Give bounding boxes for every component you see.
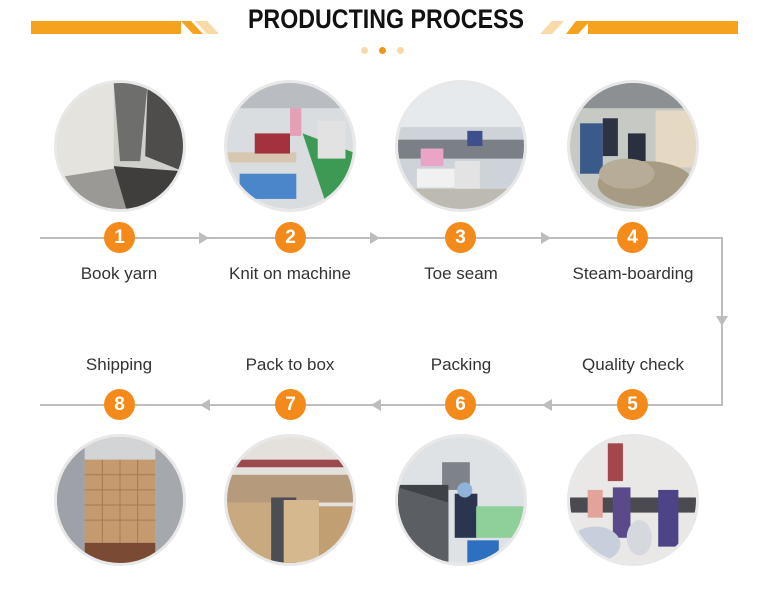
arrow-right-icon <box>541 232 551 244</box>
photo-steam-boarding <box>567 80 699 212</box>
photo-pack-to-box <box>224 434 356 566</box>
header-stripe-right <box>540 21 590 34</box>
arrow-down-icon <box>716 316 728 326</box>
header-stripe-left <box>181 21 231 34</box>
photo-packing <box>395 434 527 566</box>
connector-line-top <box>40 237 722 239</box>
pager-dot-2 <box>379 47 386 54</box>
step-label-5: Quality check <box>581 355 685 374</box>
step-badge-5: 5 <box>617 389 648 420</box>
sewing-workshop-photo-icon <box>398 83 524 209</box>
pager-dot-1 <box>361 47 368 54</box>
yarn-cones-photo-icon <box>57 83 183 209</box>
arrow-left-icon <box>200 399 210 411</box>
arrow-right-icon <box>199 232 209 244</box>
step-badge-2: 2 <box>275 222 306 253</box>
pager-dot-3 <box>397 47 404 54</box>
container-loading-photo-icon <box>57 437 183 563</box>
arrow-left-icon <box>371 399 381 411</box>
connector-line-bottom <box>40 404 723 406</box>
step-badge-6: 6 <box>445 389 476 420</box>
photo-book-yarn <box>54 80 186 212</box>
cartons-warehouse-photo-icon <box>227 437 353 563</box>
photo-quality-check <box>567 434 699 566</box>
page-title: PRODUCTING PROCESS <box>247 4 525 34</box>
arrow-left-icon <box>542 399 552 411</box>
arrow-right-icon <box>370 232 380 244</box>
step-label-8: Shipping <box>85 355 153 374</box>
packing-line-photo-icon <box>398 437 524 563</box>
quality-check-photo-icon <box>570 437 696 563</box>
header-bar-right <box>588 21 738 34</box>
step-label-1: Book yarn <box>80 264 158 283</box>
step-label-7: Pack to box <box>245 355 335 374</box>
photo-shipping <box>54 434 186 566</box>
steam-boarding-photo-icon <box>570 83 696 209</box>
step-label-2: Knit on machine <box>229 264 351 283</box>
step-label-4: Steam-boarding <box>572 264 694 283</box>
photo-toe-seam <box>395 80 527 212</box>
step-badge-1: 1 <box>104 222 135 253</box>
step-label-6: Packing <box>430 355 492 374</box>
step-label-3: Toe seam <box>424 264 498 283</box>
header-bar-left <box>31 21 181 34</box>
step-badge-4: 4 <box>617 222 648 253</box>
knitting-floor-photo-icon <box>227 83 353 209</box>
step-badge-3: 3 <box>445 222 476 253</box>
photo-knit-on-machine <box>224 80 356 212</box>
step-badge-7: 7 <box>275 389 306 420</box>
step-badge-8: 8 <box>104 389 135 420</box>
